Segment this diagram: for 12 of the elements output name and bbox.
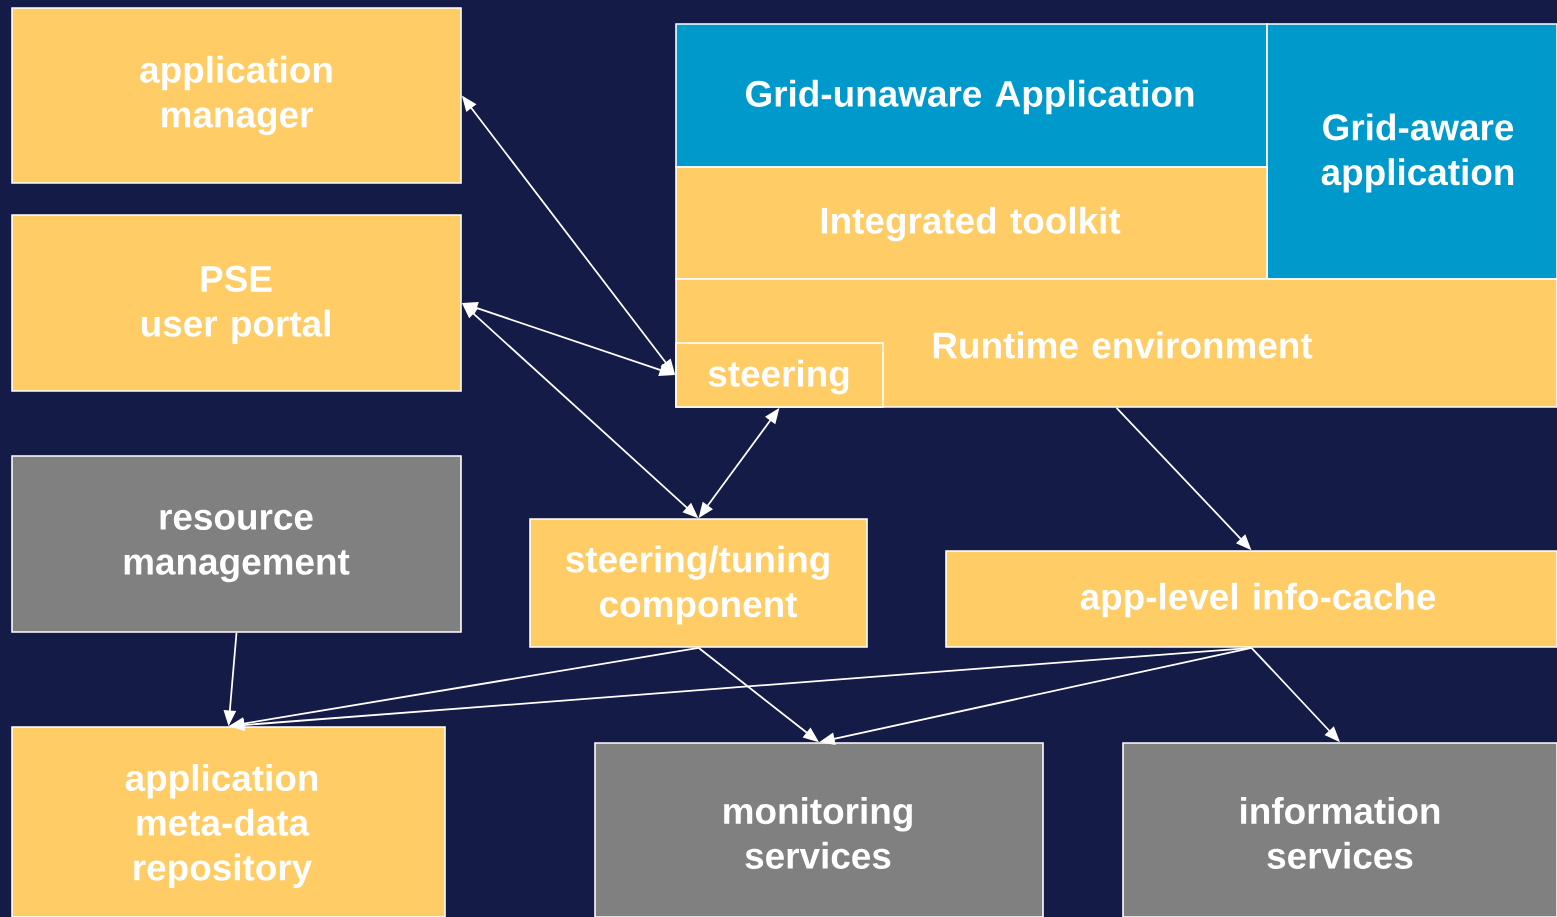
layer-box: steering/tuning component xyxy=(529,518,868,648)
layer-box: Grid-unaware Application xyxy=(675,23,1268,168)
layer-box: app-level info-cache xyxy=(945,550,1557,648)
service-box: information services xyxy=(1122,742,1557,917)
layer-box: PSE user portal xyxy=(11,214,462,392)
layer-box: application meta-data repository xyxy=(11,726,446,917)
layer-box: application manager xyxy=(11,7,462,184)
service-box: resource management xyxy=(11,455,462,633)
layer-box: Integrated toolkit xyxy=(675,166,1268,280)
layer-box: Grid-aware application xyxy=(1266,23,1557,280)
layer-box: steering xyxy=(675,342,884,408)
service-box: monitoring services xyxy=(594,742,1044,917)
